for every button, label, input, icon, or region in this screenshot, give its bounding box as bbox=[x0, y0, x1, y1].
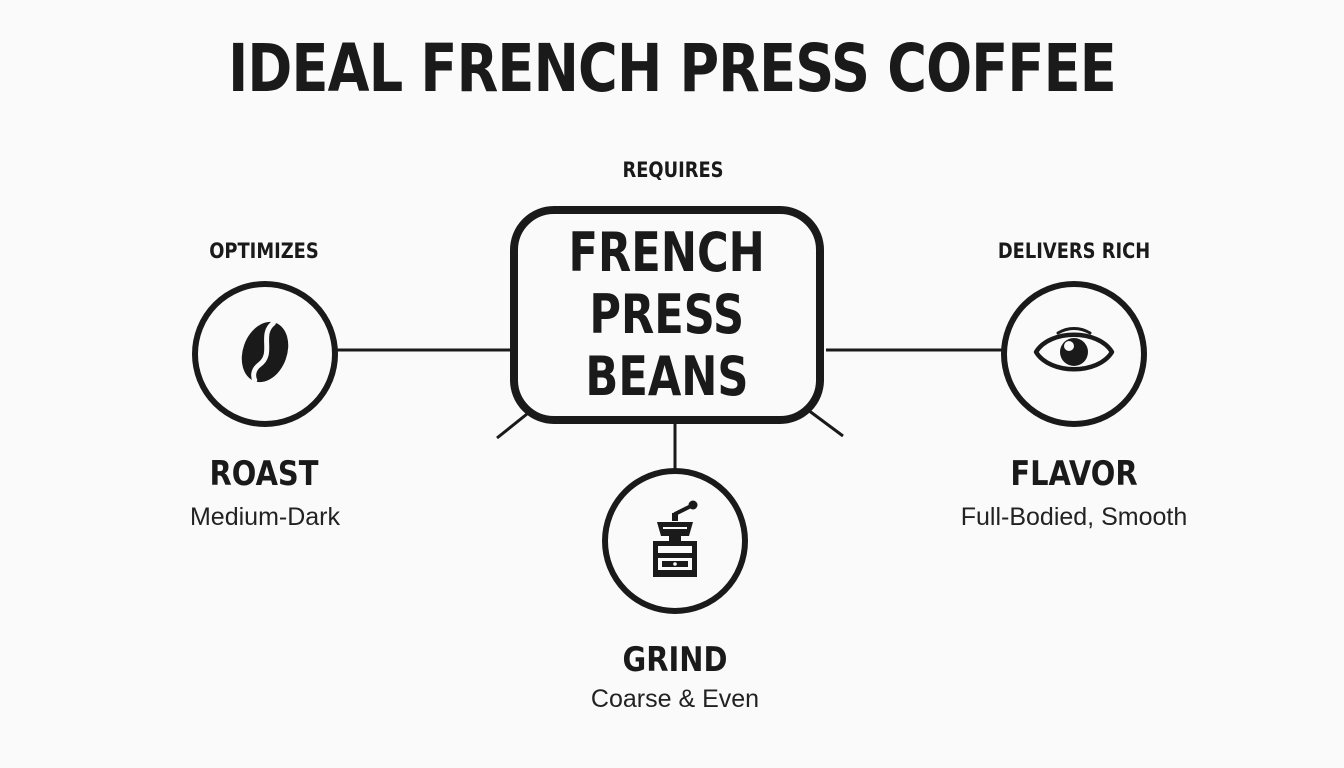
grind-node-circle bbox=[602, 468, 748, 614]
diagram-title: IDEAL FRENCH PRESS COFFEE bbox=[228, 30, 1117, 107]
central-node: FRENCH PRESS BEANS bbox=[510, 206, 824, 424]
coffee-bean-icon bbox=[233, 316, 297, 392]
central-node-line-1: FRENCH bbox=[568, 221, 766, 284]
edge-label-roast: OPTIMIZES bbox=[209, 239, 319, 263]
edge-label-grind: REQUIRES bbox=[622, 158, 724, 182]
coffee-grinder-icon bbox=[645, 498, 705, 584]
flavor-node-circle bbox=[1001, 281, 1147, 427]
grind-node-subtitle: Coarse & Even bbox=[590, 685, 760, 713]
flavor-node-subtitle: Full-Bodied, Smooth bbox=[960, 503, 1188, 531]
central-node-line-2: PRESS bbox=[589, 283, 745, 346]
roast-node-circle bbox=[192, 281, 338, 427]
edge-label-flavor: DELIVERS RICH bbox=[997, 239, 1151, 263]
roast-node-title: ROAST bbox=[209, 454, 319, 494]
eye-icon bbox=[1032, 325, 1116, 383]
roast-node-subtitle: Medium-Dark bbox=[189, 503, 341, 531]
central-node-line-3: BEANS bbox=[585, 345, 749, 408]
grind-node-title: GRIND bbox=[622, 640, 728, 680]
flavor-node-title: FLAVOR bbox=[1010, 454, 1138, 494]
connector-stub-right bbox=[807, 408, 844, 438]
